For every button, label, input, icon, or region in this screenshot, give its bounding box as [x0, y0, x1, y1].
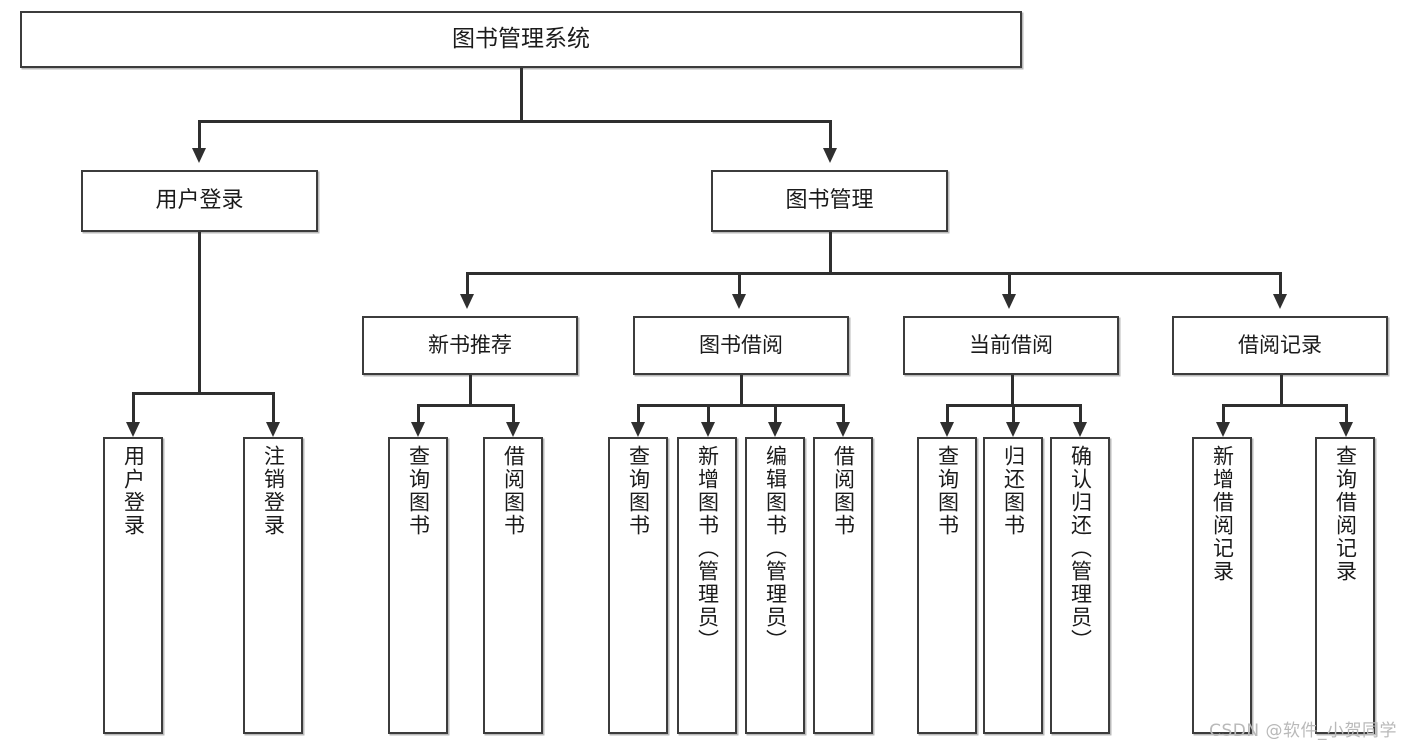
- connector-user-login-bus: [132, 392, 272, 395]
- arrowhead-icon: [836, 422, 850, 437]
- leaf-current-borrow-1[interactable]: 归还图书: [983, 437, 1043, 734]
- arrowhead-icon: [1273, 294, 1287, 309]
- node-current-borrow[interactable]: 当前借阅: [903, 316, 1119, 375]
- node-borrow-record[interactable]: 借阅记录: [1172, 316, 1388, 375]
- arrowhead-icon: [940, 422, 954, 437]
- connector-cb-to-leaf-1: [1012, 404, 1015, 424]
- connector-bm-to-borrow-record: [1279, 272, 1282, 296]
- connector-book-management-bus: [466, 272, 1282, 275]
- connector-borrow-record-stem: [1280, 375, 1283, 405]
- leaf-current-borrow-0[interactable]: 查询图书: [917, 437, 977, 734]
- arrowhead-icon: [192, 148, 206, 163]
- connector-book-borrow-bus: [637, 404, 843, 407]
- arrowhead-icon: [1006, 422, 1020, 437]
- node-label: 注销登录: [261, 445, 286, 537]
- node-book-management[interactable]: 图书管理: [711, 170, 948, 232]
- connector-bm-to-current-borrow: [1008, 272, 1011, 296]
- arrowhead-icon: [411, 422, 425, 437]
- connector-bb-to-leaf-1: [707, 404, 710, 424]
- leaf-current-borrow-2[interactable]: 确认归还（管理员）: [1050, 437, 1110, 734]
- connector-br-to-leaf-0: [1222, 404, 1225, 424]
- node-label: 图书借阅: [699, 333, 783, 358]
- node-label: 借阅图书: [831, 445, 856, 537]
- node-label: 当前借阅: [969, 333, 1053, 358]
- node-label: 借阅记录: [1238, 333, 1322, 358]
- connector-cb-to-leaf-2: [1079, 404, 1082, 424]
- leaf-book-borrow-2[interactable]: 编辑图书（管理员）: [745, 437, 805, 734]
- node-label: 新增图书（管理员）: [695, 445, 720, 652]
- node-user-login[interactable]: 用户登录: [81, 170, 318, 232]
- connector-bb-to-leaf-3: [842, 404, 845, 424]
- node-label: 编辑图书（管理员）: [763, 445, 788, 652]
- node-label: 新书推荐: [428, 333, 512, 358]
- arrowhead-icon: [768, 422, 782, 437]
- leaf-new-book-recommend-1[interactable]: 借阅图书: [483, 437, 543, 734]
- connector-new-book-bus: [417, 404, 513, 407]
- arrowhead-icon: [732, 294, 746, 309]
- connector-new-book-to-leaf-1: [512, 404, 515, 424]
- connector-user-login-to-leaf-1: [272, 392, 275, 424]
- connector-bb-to-leaf-0: [637, 404, 640, 424]
- node-label: 图书管理系统: [452, 25, 590, 52]
- node-label: 查询图书: [406, 445, 431, 537]
- node-label: 用户登录: [155, 188, 244, 214]
- arrowhead-icon: [1073, 422, 1087, 437]
- node-label: 借阅图书: [501, 445, 526, 537]
- node-label: 确认归还（管理员）: [1068, 445, 1093, 652]
- connector-bm-to-book-borrow: [738, 272, 741, 296]
- node-root-book-management-system[interactable]: 图书管理系统: [20, 11, 1022, 68]
- leaf-book-borrow-0[interactable]: 查询图书: [608, 437, 668, 734]
- node-new-book-recommend[interactable]: 新书推荐: [362, 316, 578, 375]
- arrowhead-icon: [1216, 422, 1230, 437]
- connector-cb-to-leaf-0: [946, 404, 949, 424]
- node-label: 查询借阅记录: [1333, 445, 1358, 583]
- node-label: 查询图书: [935, 445, 960, 537]
- node-label: 图书管理: [785, 188, 874, 214]
- connector-user-login-to-leaf-0: [132, 392, 135, 424]
- node-label: 新增借阅记录: [1210, 445, 1235, 583]
- connector-new-book-stem: [469, 375, 472, 405]
- arrowhead-icon: [1002, 294, 1016, 309]
- arrowhead-icon: [701, 422, 715, 437]
- leaf-borrow-record-0[interactable]: 新增借阅记录: [1192, 437, 1252, 734]
- node-book-borrow[interactable]: 图书借阅: [633, 316, 849, 375]
- arrowhead-icon: [823, 148, 837, 163]
- connector-root-to-user-login: [198, 120, 201, 150]
- arrowhead-icon: [506, 422, 520, 437]
- node-label: 查询图书: [626, 445, 651, 537]
- connector-bb-to-leaf-2: [774, 404, 777, 424]
- arrowhead-icon: [266, 422, 280, 437]
- connector-br-to-leaf-1: [1345, 404, 1348, 424]
- arrowhead-icon: [1339, 422, 1353, 437]
- connector-root-bus: [198, 120, 832, 123]
- connector-current-borrow-stem: [1011, 375, 1014, 405]
- connector-root-to-book-management: [829, 120, 832, 150]
- connector-new-book-to-leaf-0: [417, 404, 420, 424]
- arrowhead-icon: [631, 422, 645, 437]
- leaf-borrow-record-1[interactable]: 查询借阅记录: [1315, 437, 1375, 734]
- node-label: 归还图书: [1001, 445, 1026, 537]
- arrowhead-icon: [460, 294, 474, 309]
- connector-book-borrow-stem: [740, 375, 743, 405]
- leaf-book-borrow-1[interactable]: 新增图书（管理员）: [677, 437, 737, 734]
- connector-borrow-record-bus: [1222, 404, 1346, 407]
- arrowhead-icon: [126, 422, 140, 437]
- leaf-user-login-1[interactable]: 注销登录: [243, 437, 303, 734]
- connector-bm-to-new-book: [466, 272, 469, 296]
- leaf-user-login-0[interactable]: 用户登录: [103, 437, 163, 734]
- connector-root-stem: [520, 68, 523, 120]
- leaf-new-book-recommend-0[interactable]: 查询图书: [388, 437, 448, 734]
- node-label: 用户登录: [121, 445, 146, 537]
- leaf-book-borrow-3[interactable]: 借阅图书: [813, 437, 873, 734]
- connector-book-management-stem: [829, 232, 832, 274]
- connector-user-login-stem: [198, 232, 201, 393]
